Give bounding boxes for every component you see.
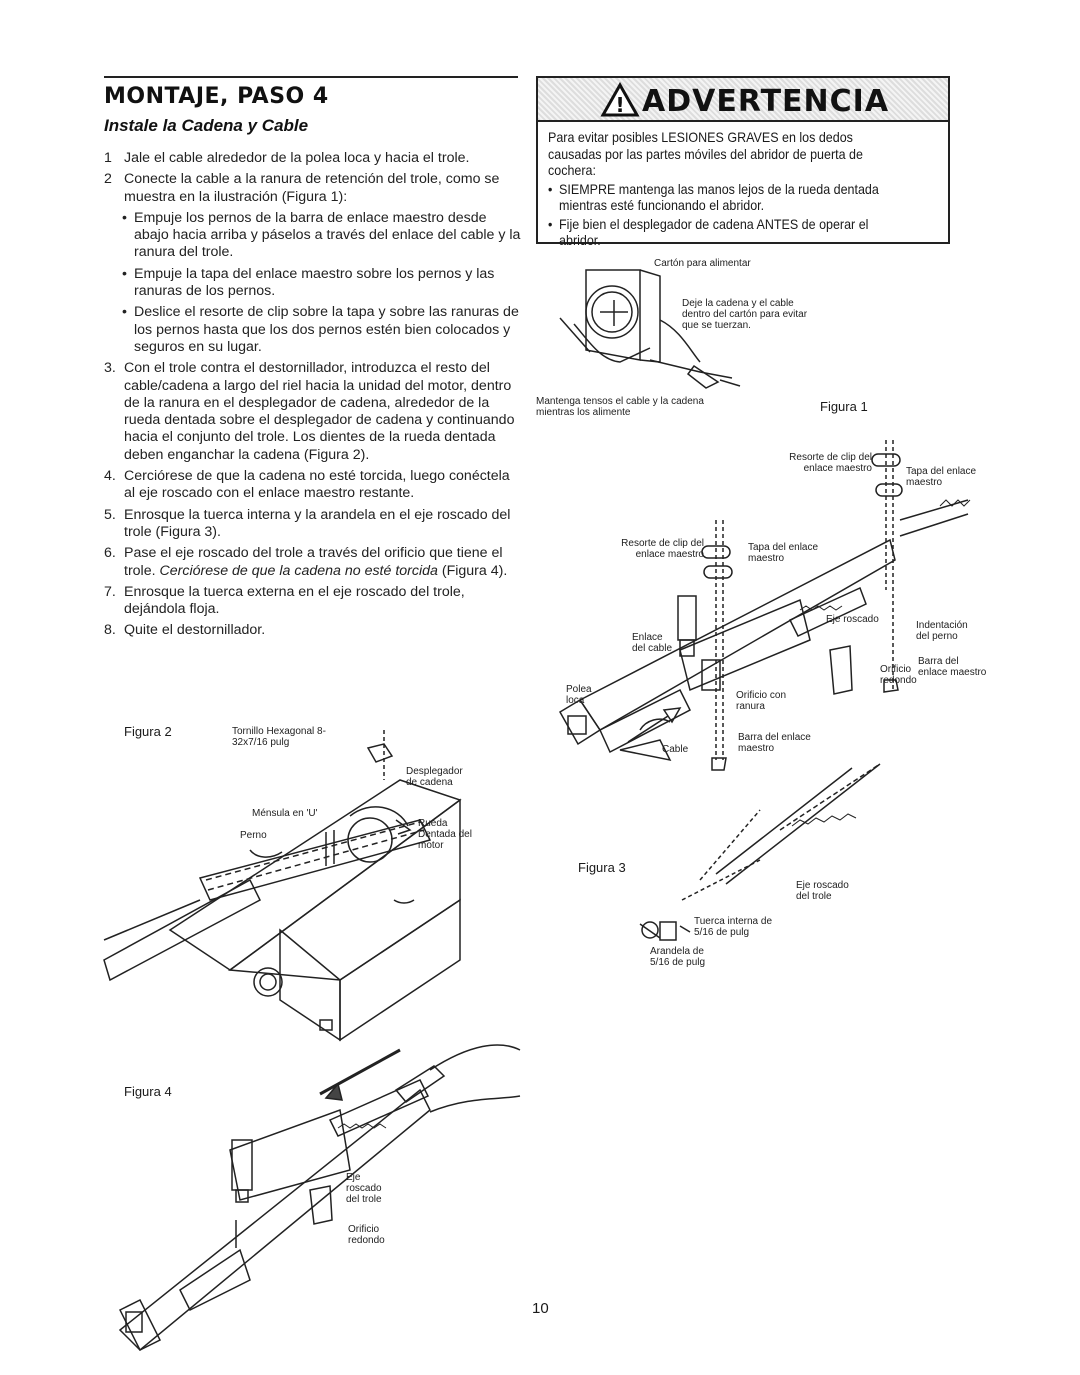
figure-1-caption: Figura 1 [820,399,868,414]
fig1b-resorte-top: Resorte de clip del enlace maestro [789,452,872,474]
warning-header: ! ADVERTENCIA [538,78,948,122]
step-6: 6.Pase el eje roscado del trole a través… [104,545,508,579]
warning-bullet-2: •Fije bien el desplegador de cadena ANTE… [548,216,869,249]
fig1b-barra-bottom: Barra del enlace maestro [738,732,811,754]
fig1b-orificio-redondo: Orificio redondo [880,664,917,686]
fig1-keep-label: Mantenga tensos el cable y la cadena mie… [536,396,704,418]
fig4-orificio: Orificio redondo [348,1224,385,1246]
step-3: 3.Con el trole contra el destornillador,… [104,360,515,463]
fig1b-enlace: Enlace del cable [632,632,673,654]
fig1b-polea: Polea loca [566,684,592,706]
step-8: 8.Quite el destornillador. [104,622,266,639]
step-5: 5.Enrosque la tuerca interna y la arande… [104,506,511,540]
fig1b-indentacion: Indentación del perno [916,620,968,642]
figure-4-caption: Figura 4 [124,1084,172,1099]
fig3-arandela: Arandela de 5/16 de pulg [650,946,706,968]
arrow-icon [627,707,682,743]
figure-4-drawing [118,1044,521,1352]
warning-title: ADVERTENCIA [642,84,890,119]
warning-box: ! ADVERTENCIA Para evitar posibles LESIO… [536,76,950,248]
fig4-eje: Eje roscado del trole [346,1172,382,1205]
page-number: 10 [532,1300,549,1317]
step-2-bullet-2: •Empuje la tapa del enlace maestro sobre… [122,265,495,300]
section-title: MONTAJE, PASO 4 [104,84,329,109]
fig2-rueda: Rueda Dentada del motor [418,818,472,851]
step-2-bullet-1: •Empuje los pernos de la barra de enlace… [122,209,521,261]
section-subtitle: Instale la Cadena y Cable [104,116,309,135]
fig3-eje: Eje roscado del trole [796,880,849,902]
fig1-carton-label: Cartón para alimentar [654,258,751,269]
figure-3-caption: Figura 3 [578,860,626,875]
fig1-leave-label: Deje la cadena y el cable dentro del car… [682,298,808,331]
fig2-mensula: Ménsula en 'U' [252,808,318,819]
fig1b-resorte-mid: Resorte de clip del enlace maestro [621,538,704,560]
step-7: 7.Enrosque la tuerca externa en el eje r… [104,583,465,618]
fig1b-tapa-mid: Tapa del enlace maestro [748,542,819,564]
fig2-perno: Perno [240,830,267,841]
fig1b-tapa-top: Tapa del enlace maestro [906,466,977,488]
warning-triangle-icon: ! [600,82,640,117]
svg-text:!: ! [615,93,624,117]
fig1b-eje: Eje roscado [826,614,879,625]
fig2-desplegador: Desplegador de cadena [406,766,463,788]
step-4: 4.Cerciórese de que la cadena no esté to… [104,468,510,502]
figure-3-drawing [639,763,881,941]
step-2-bullet-3: •Deslice el resorte de clip sobre la tap… [122,304,519,355]
fig1b-cable: Cable [662,744,689,755]
figure-2-drawing [103,730,462,1042]
warning-text: Para evitar posibles LESIONES GRAVES en … [548,130,909,250]
warning-intro: Para evitar posibles LESIONES GRAVES en … [548,130,863,178]
figure-2-caption: Figura 2 [124,724,172,739]
fig3-tuerca: Tuerca interna de 5/16 de pulg [694,916,773,938]
section-rule [104,76,518,78]
warning-bullet-1: •SIEMPRE mantenga las manos lejos de la … [548,181,879,214]
fig1b-orificio-ranura: Orificio con ranura [736,690,787,712]
figure-1-drawing [559,269,741,389]
fig2-tornillo: Tornillo Hexagonal 8-32x7/16 pulg [232,726,326,748]
figure-1b-drawing [558,440,971,771]
fig1b-barra-right: Barra del enlace maestro [918,656,987,678]
